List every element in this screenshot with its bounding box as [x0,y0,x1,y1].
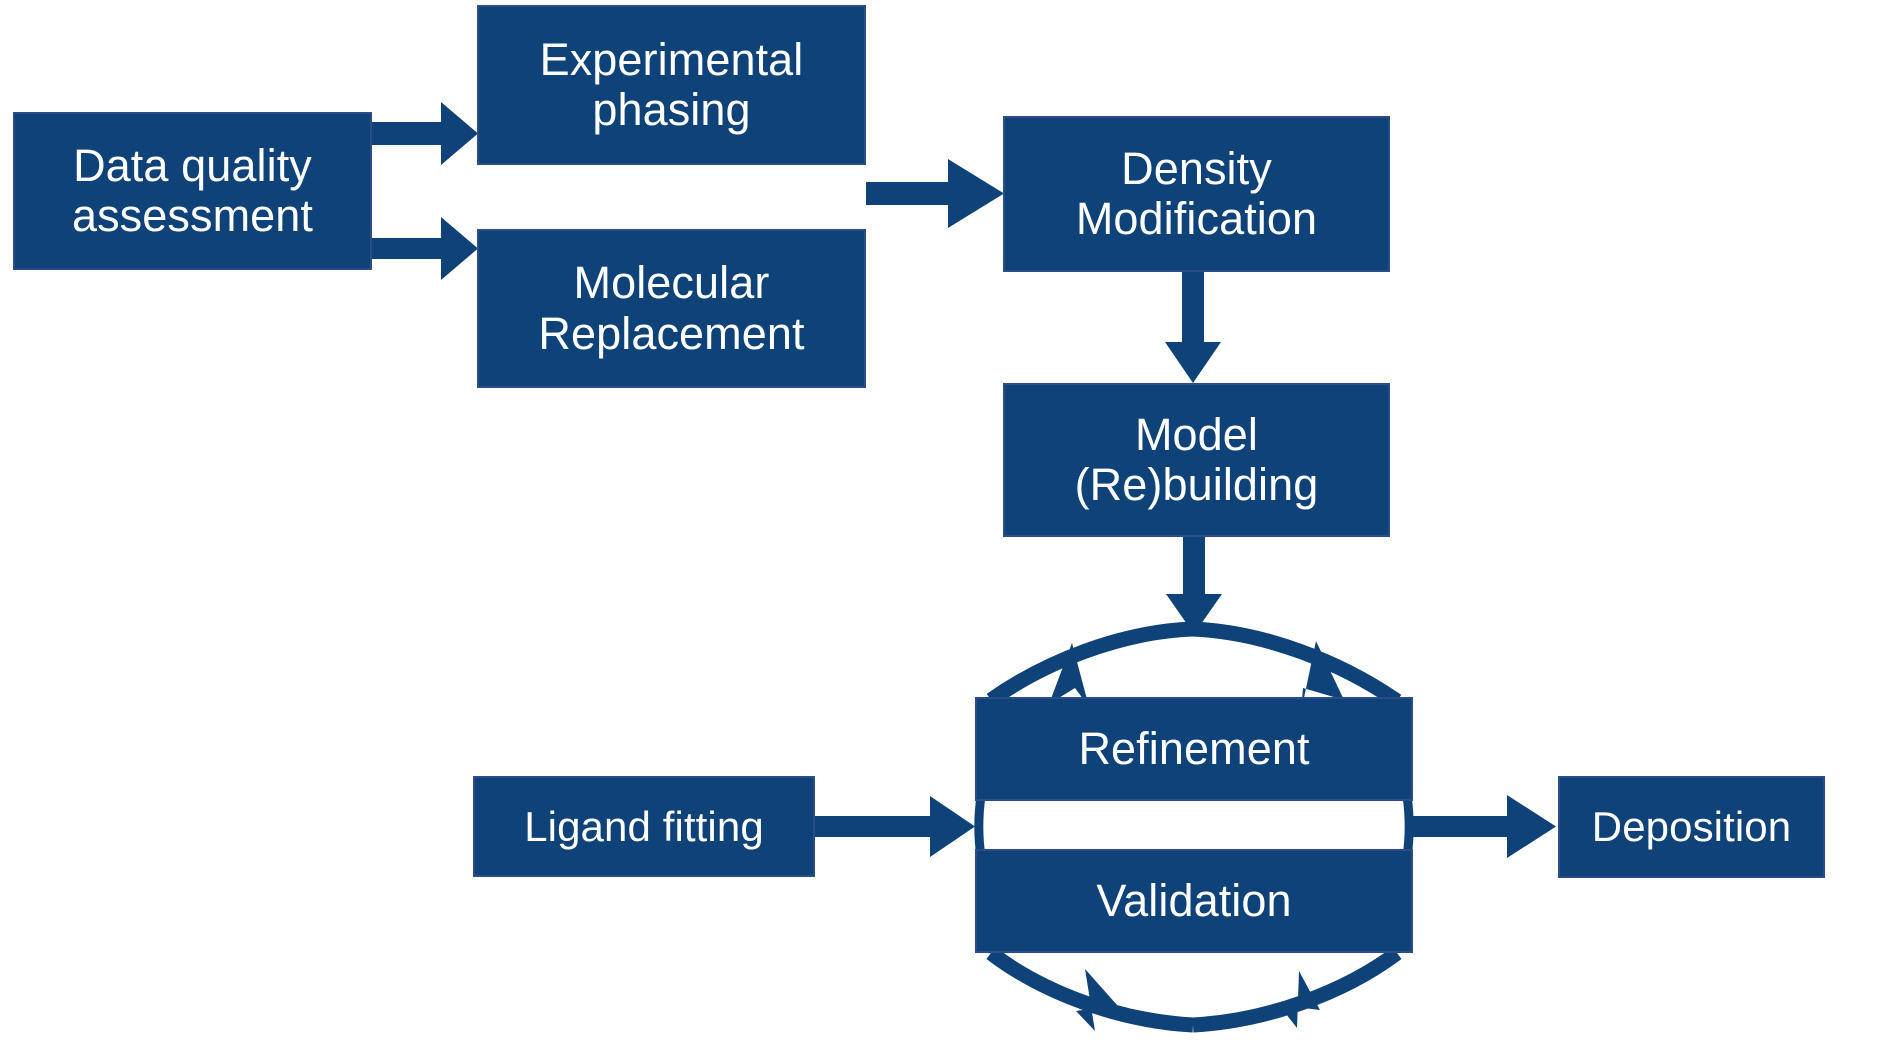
edge-phasing-to-dm-arrow [866,159,1004,228]
node-validation[interactable]: Validation [975,849,1413,953]
node-experimental-phasing[interactable]: Experimental phasing [477,5,866,165]
edge-cycle-to-depo-arrow [1413,795,1556,858]
node-deposition[interactable]: Deposition [1558,776,1825,878]
edge-model-to-cycle-arrow [1166,537,1222,634]
cycle-ring-left-segment [974,795,986,858]
node-data-quality-assessment[interactable]: Data quality assessment [13,112,372,270]
node-ligand-fitting[interactable]: Ligand fitting [473,776,815,877]
cycle-top-right-arrowhead [1301,641,1344,712]
node-model-rebuilding[interactable]: Model (Re)building [1003,383,1390,537]
node-label-molecular-replacement: Molecular Replacement [538,257,805,359]
node-label-model-rebuilding: Model (Re)building [1074,408,1319,510]
node-density-modification[interactable]: Density Modification [1003,116,1390,272]
node-label-deposition: Deposition [1591,803,1792,851]
node-label-density-modification: Density Modification [1075,142,1318,244]
edge-dm-to-model-arrow [1165,272,1221,383]
node-refinement[interactable]: Refinement [975,697,1413,801]
node-label-experimental-phasing: Experimental phasing [539,33,804,135]
cycle-bottom-left-arc [986,947,1194,1033]
cycle-top-right-arc [1191,621,1402,708]
edge-dq-to-exp-arrow [372,102,478,165]
edge-ligand-to-cycle-arrow [815,796,975,857]
cycle-ring-right-segment [1402,795,1414,858]
cycle-bottom-right-arrowhead [1279,971,1320,1028]
node-label-data-quality-assessment: Data quality assessment [71,139,314,241]
edge-dq-to-mr-arrow [372,217,478,280]
node-label-validation: Validation [1096,874,1292,926]
node-label-ligand-fitting: Ligand fitting [524,802,764,850]
node-label-refinement: Refinement [1078,722,1310,774]
cycle-bottom-left-arrowhead [1076,969,1117,1031]
cycle-top-left-arrowhead [1049,643,1089,707]
cycle-top-left-arc [986,621,1193,707]
node-molecular-replacement[interactable]: Molecular Replacement [477,229,866,388]
